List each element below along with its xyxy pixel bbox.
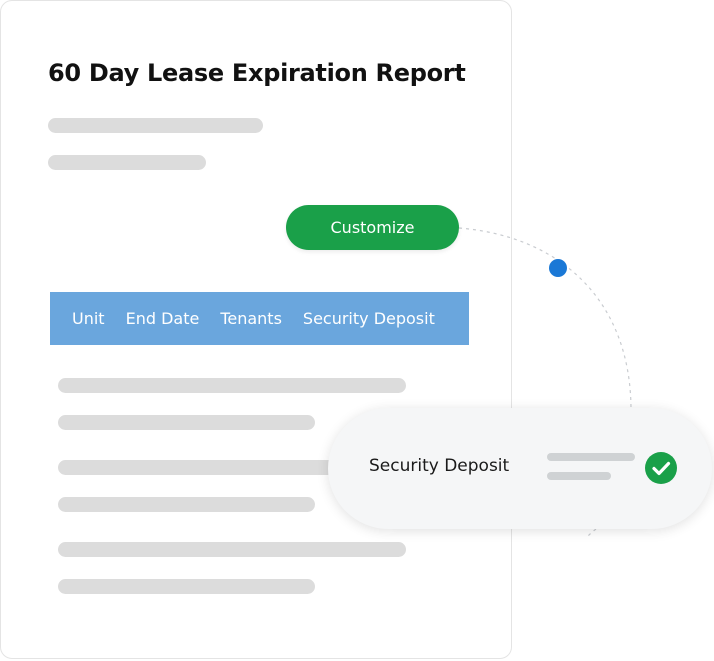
report-card: 60 Day Lease Expiration Report Unit End …: [0, 0, 512, 659]
report-title: 60 Day Lease Expiration Report: [48, 59, 466, 87]
placeholder-line: [48, 155, 206, 170]
table-header: Unit End Date Tenants Security Deposit: [50, 292, 469, 345]
table-row-placeholder: [58, 415, 315, 430]
table-row-placeholder: [58, 497, 315, 512]
placeholder-line: [48, 118, 263, 133]
field-label: Security Deposit: [369, 456, 510, 476]
table-row-placeholder: [58, 579, 315, 594]
table-row-placeholder: [58, 378, 406, 393]
table-row-placeholder: [58, 460, 406, 475]
column-header-tenants[interactable]: Tenants: [220, 309, 282, 328]
connector-dot: [549, 259, 567, 277]
column-header-end-date[interactable]: End Date: [125, 309, 200, 328]
check-circle-icon[interactable]: [645, 452, 677, 484]
column-header-security-deposit[interactable]: Security Deposit: [302, 309, 435, 328]
customize-button[interactable]: Customize: [286, 205, 459, 250]
field-placeholder-line: [547, 453, 635, 461]
column-header-unit[interactable]: Unit: [72, 309, 105, 328]
field-placeholder-line: [547, 472, 611, 480]
security-deposit-field-card[interactable]: Security Deposit: [328, 408, 712, 529]
table-row-placeholder: [58, 542, 406, 557]
